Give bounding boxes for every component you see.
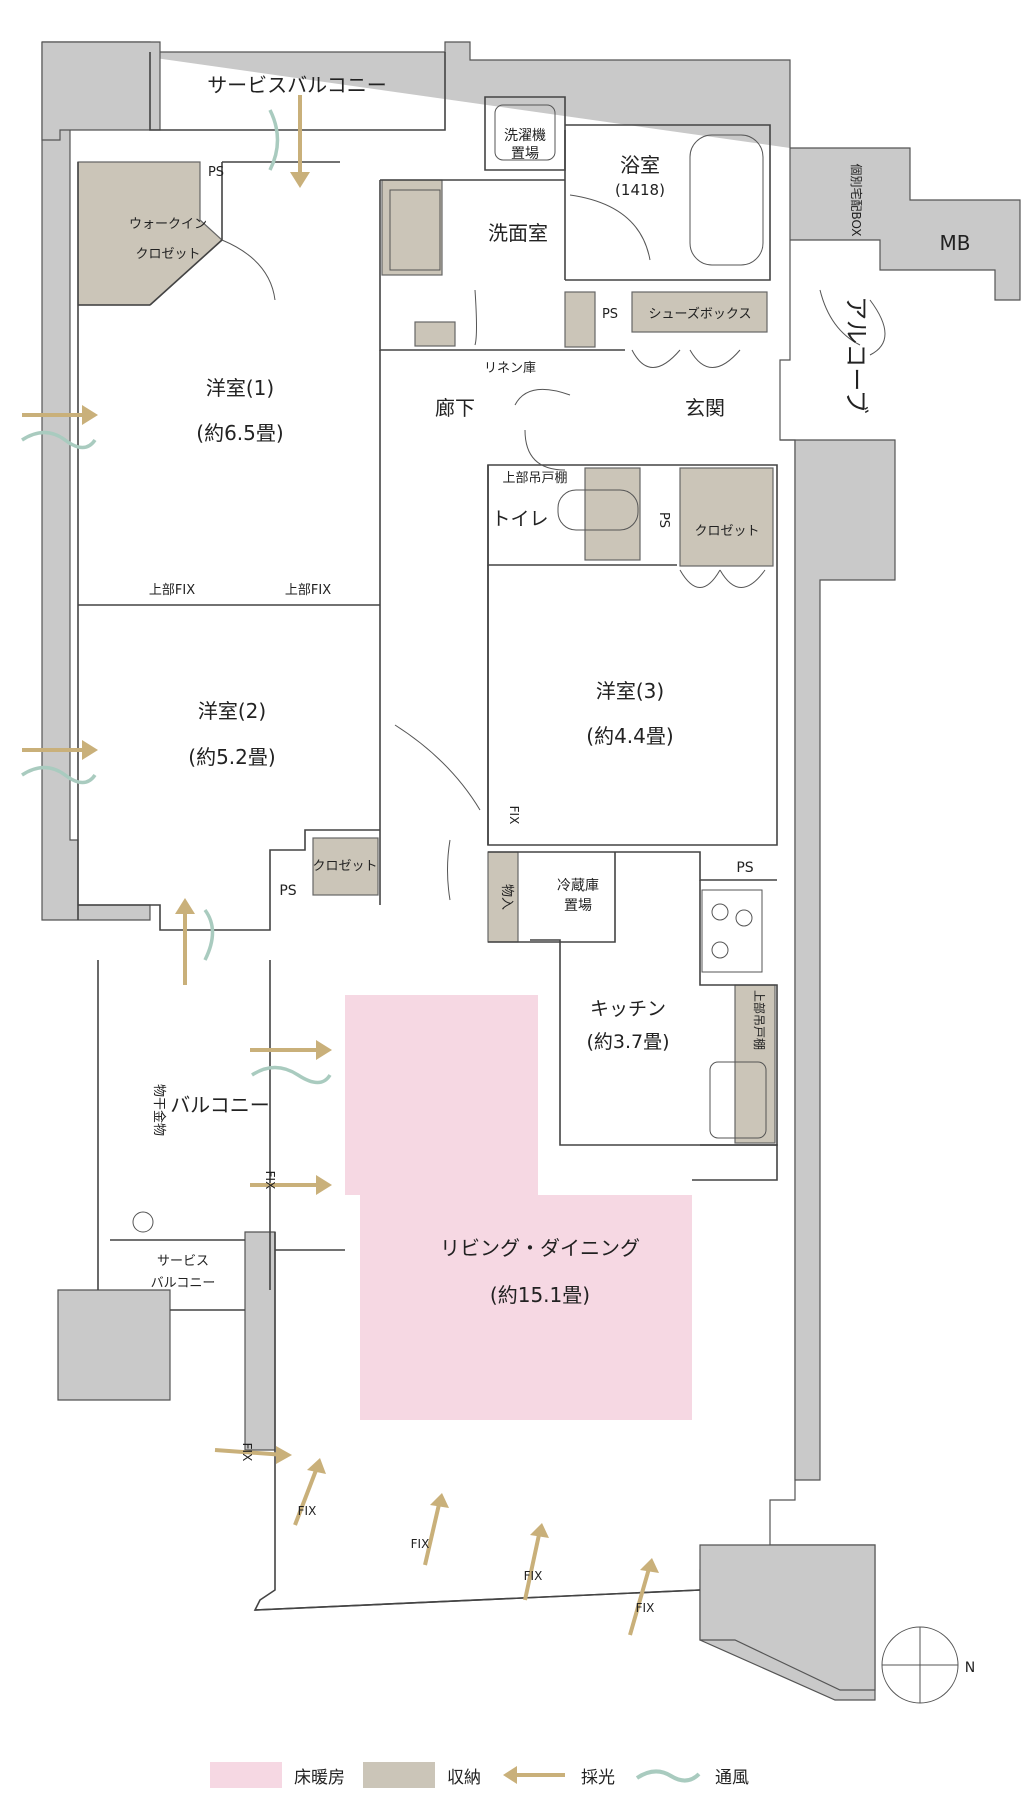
fix-label: FIX (298, 1504, 317, 1518)
daylight-legend-label: 採光 (581, 1767, 615, 1788)
closet-label: クロゼット (694, 524, 759, 539)
fix-label: FIX (411, 1537, 430, 1551)
bath-label: 浴室 (620, 153, 660, 177)
corridor-label: 廊下 (435, 396, 475, 420)
upper-fix-label-2: 上部FIX (285, 583, 331, 598)
service-balcony-label-1: サービス (157, 1254, 209, 1269)
legend-storage: 収納 (363, 1762, 481, 1788)
western1-size-label: (約6.5畳) (196, 421, 283, 445)
washer-label-1: 洗濯機 (504, 128, 546, 144)
service-balcony-label-2: バルコニー (151, 1276, 216, 1291)
fix-label: FIX (524, 1569, 543, 1583)
storage-swatch (363, 1762, 435, 1788)
floor-heating-swatch (210, 1762, 282, 1788)
floor-heating-legend-label: 床暖房 (294, 1767, 345, 1788)
upper-cabinet-label: 上部吊戸棚 (502, 471, 567, 486)
shoe-box-label: シューズボックス (649, 306, 752, 322)
storage-legend-label: 収納 (447, 1767, 481, 1788)
walkin-label-2: クロゼット (135, 247, 200, 262)
western2-size-label: (約5.2畳) (188, 745, 275, 769)
fix-label: FIX (263, 1171, 277, 1190)
drying-rack-label: 物干金物 (151, 1084, 167, 1136)
legend-floor-heating: 床暖房 (210, 1762, 345, 1788)
ventilation-wave-icon (635, 1769, 701, 1783)
fix-label: FIX (507, 806, 521, 825)
living-size-label: (約15.1畳) (490, 1283, 590, 1307)
balcony-label: バルコニー (170, 1093, 270, 1117)
service-balcony-top-label: サービスバルコニー (207, 73, 387, 97)
alcove-label: アルコーブ (842, 296, 870, 414)
walkin-label-1: ウォークイン (129, 217, 207, 232)
ps-label: PS (279, 883, 296, 899)
entrance-label: 玄関 (685, 396, 725, 420)
sink-icon (709, 1061, 767, 1139)
bathtub-icon (689, 134, 764, 266)
storage-small-label: 物入 (499, 884, 514, 910)
western3-size-label: (約4.4畳) (586, 724, 673, 748)
linen-label: リネン庫 (484, 361, 536, 376)
doors (221, 194, 886, 901)
daylight-arrows (22, 95, 659, 1636)
ps-label: PS (656, 512, 671, 528)
compass-icon: N (881, 1626, 975, 1704)
western3-label: 洋室(3) (596, 679, 664, 703)
washroom-label: 洗面室 (488, 221, 548, 245)
storage-areas (77, 161, 776, 1144)
ps-label: PS (602, 307, 618, 322)
kitchen-label: キッチン (590, 998, 666, 1020)
legend: 床暖房 収納 採光 通風 (210, 1762, 749, 1788)
room-labels: サービスバルコニー ウォークイン クロゼット PS 洗濯機 置場 浴室 (141… (129, 73, 971, 1615)
kitchen-size-label: (約3.7畳) (586, 1031, 669, 1053)
floor-heating-area (345, 995, 692, 1420)
partition-lines (77, 52, 778, 1611)
legend-ventilation: 通風 (633, 1762, 749, 1788)
toilet-icon (557, 489, 639, 531)
western1-label: 洋室(1) (206, 376, 274, 400)
western2-label: 洋室(2) (198, 699, 266, 723)
washer-icon (494, 104, 556, 161)
ps-label: PS (736, 860, 753, 876)
ventilation-legend-label: 通風 (715, 1767, 749, 1788)
legend-daylight: 採光 (499, 1762, 615, 1788)
stove-icon (701, 889, 763, 973)
delivery-box-label: 個別宅配BOX (849, 164, 864, 237)
north-label: N (965, 1660, 975, 1676)
toilet-label: トイレ (491, 508, 548, 530)
fridge-label-1: 冷蔵庫 (557, 877, 599, 894)
bath-size-label: (1418) (615, 181, 665, 199)
hanging-cabinet-label: 上部吊戸棚 (752, 990, 767, 1050)
washer-label-2: 置場 (511, 146, 539, 162)
daylight-arrow-icon (503, 1766, 565, 1784)
upper-fix-label-1: 上部FIX (149, 583, 195, 598)
fixtures (132, 104, 767, 1233)
mb-label: MB (940, 231, 971, 255)
structural-walls (41, 41, 1021, 1701)
closet-label: クロゼット (312, 859, 377, 874)
fix-label: FIX (240, 1443, 254, 1462)
living-label: リビング・ダイニング (440, 1236, 640, 1260)
fix-label: FIX (636, 1601, 655, 1615)
ventilation-waves (21, 109, 332, 1085)
fridge-label-2: 置場 (564, 898, 592, 914)
ps-label: PS (208, 165, 224, 180)
